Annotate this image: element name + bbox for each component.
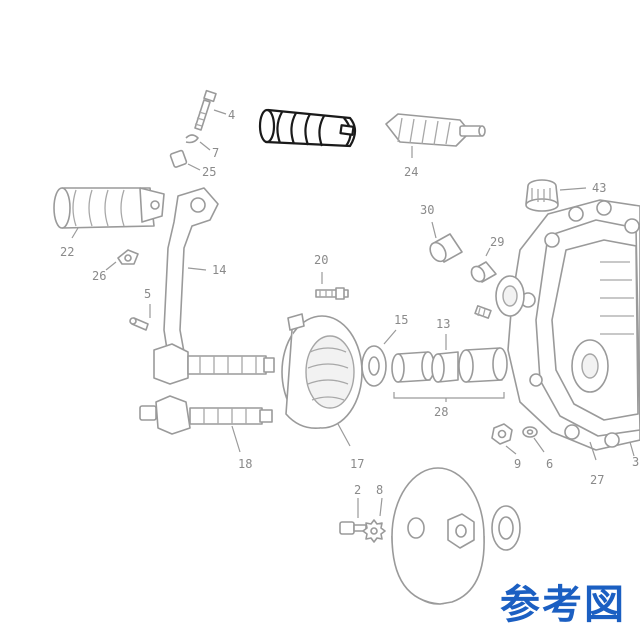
callout-6: 6 <box>546 457 553 471</box>
part-22-kick-rubber: 22 <box>53 187 165 259</box>
part-29-collar: 29 <box>470 235 504 283</box>
small-stud <box>474 305 492 319</box>
part-15-washer: 15 <box>361 313 408 387</box>
part-28-bearing-set: 13 28 <box>391 317 508 419</box>
callout-15: 15 <box>394 313 408 327</box>
callout-28: 28 <box>434 405 448 419</box>
part-6-washer: 6 <box>522 426 553 471</box>
part-20-stud: 20 <box>314 253 349 300</box>
callout-43: 43 <box>592 181 606 195</box>
part-4-bolt: 4 <box>194 89 235 131</box>
callout-8: 8 <box>376 483 383 497</box>
part-14-kick-arm: 14 <box>163 187 226 357</box>
reference-drawing-watermark: 参考図 <box>500 582 626 628</box>
oil-seal <box>491 505 521 551</box>
callout-24: 24 <box>404 165 418 179</box>
part-7-clip: 7 <box>185 134 219 160</box>
callout-9: 9 <box>514 457 521 471</box>
callout-17: 17 <box>350 457 364 471</box>
part-26-washer: 26 <box>92 249 139 283</box>
part-30-bush: 30 <box>420 203 463 263</box>
part-24-footpeg: 24 <box>385 113 486 179</box>
callout-20: 20 <box>314 253 328 267</box>
cover-plate <box>391 467 485 605</box>
callout-7: 7 <box>212 146 219 160</box>
callout-13: 13 <box>436 317 450 331</box>
callout-25: 25 <box>202 165 216 179</box>
callout-4: 4 <box>228 108 235 122</box>
part-8-star-washer: 8 <box>362 483 386 543</box>
highlighted-rubber-grip <box>258 108 357 148</box>
callout-5: 5 <box>144 287 151 301</box>
part-43-cap: 43 <box>525 179 606 212</box>
kick-shaft-upper <box>153 343 275 385</box>
part-2-screw: 2 <box>339 483 367 535</box>
callout-18: 18 <box>238 457 252 471</box>
part-18-kick-shaft: 18 <box>139 395 273 471</box>
callout-2: 2 <box>354 483 361 497</box>
part-9-nut: 9 <box>491 423 521 471</box>
callout-27: 27 <box>590 473 604 487</box>
callout-30: 30 <box>420 203 434 217</box>
part-5-pin: 5 <box>129 287 151 331</box>
callout-3: 3 <box>632 455 639 469</box>
callout-26: 26 <box>92 269 106 283</box>
callout-29: 29 <box>490 235 504 249</box>
callout-22: 22 <box>60 245 74 259</box>
part-17-kick-spring: 17 <box>281 313 364 471</box>
part-25-sleeve: 25 <box>169 149 216 179</box>
part-27-crankcase-cover: 27 3 <box>495 199 640 487</box>
callout-14: 14 <box>212 263 226 277</box>
